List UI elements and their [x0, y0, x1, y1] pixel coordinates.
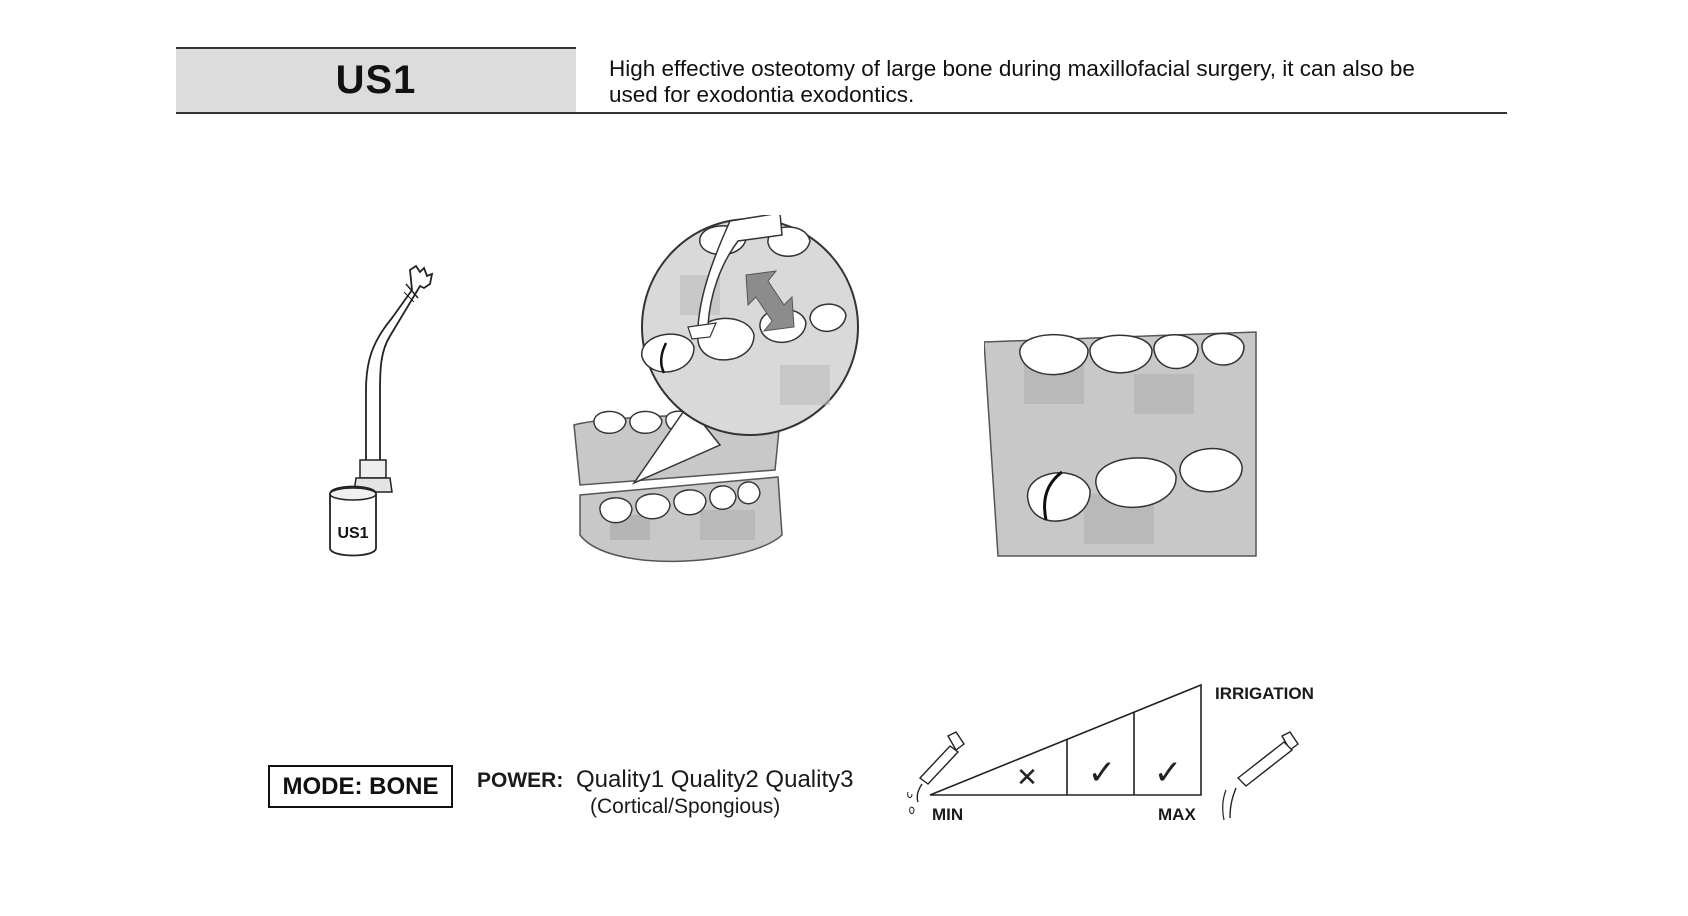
irrigation-max-label: MAX [1158, 805, 1196, 824]
power-note: (Cortical/Spongious) [590, 795, 781, 818]
tip-description: High effective osteotomy of large bone d… [609, 56, 1415, 107]
handpiece-high-icon [1222, 731, 1299, 821]
handpiece-low-icon [907, 731, 965, 815]
level-2-mark: ✓ [1088, 753, 1117, 793]
irrigation-gauge: ✕ ✓ ✓ [907, 683, 1299, 821]
power-label: POWER: [477, 769, 564, 792]
jaw-magnifier-illustration [573, 215, 859, 563]
level-3-mark: ✓ [1154, 753, 1183, 793]
power-values: Quality1 Quality2 Quality3 [576, 766, 854, 793]
irrigation-min-label: MIN [932, 805, 964, 824]
level-1-mark: ✕ [1016, 763, 1038, 793]
header-divider [576, 112, 1507, 114]
ultrasonic-tip-illustration: US1 [329, 264, 434, 557]
mode-badge: MODE: BONE [268, 765, 453, 808]
page-title: US1 [335, 58, 417, 102]
jaw-side-view-illustration [984, 331, 1257, 557]
irrigation-label: IRRIGATION [1215, 684, 1314, 703]
tip-label: US1 [337, 525, 368, 542]
header-title-box: US1 [176, 47, 576, 114]
